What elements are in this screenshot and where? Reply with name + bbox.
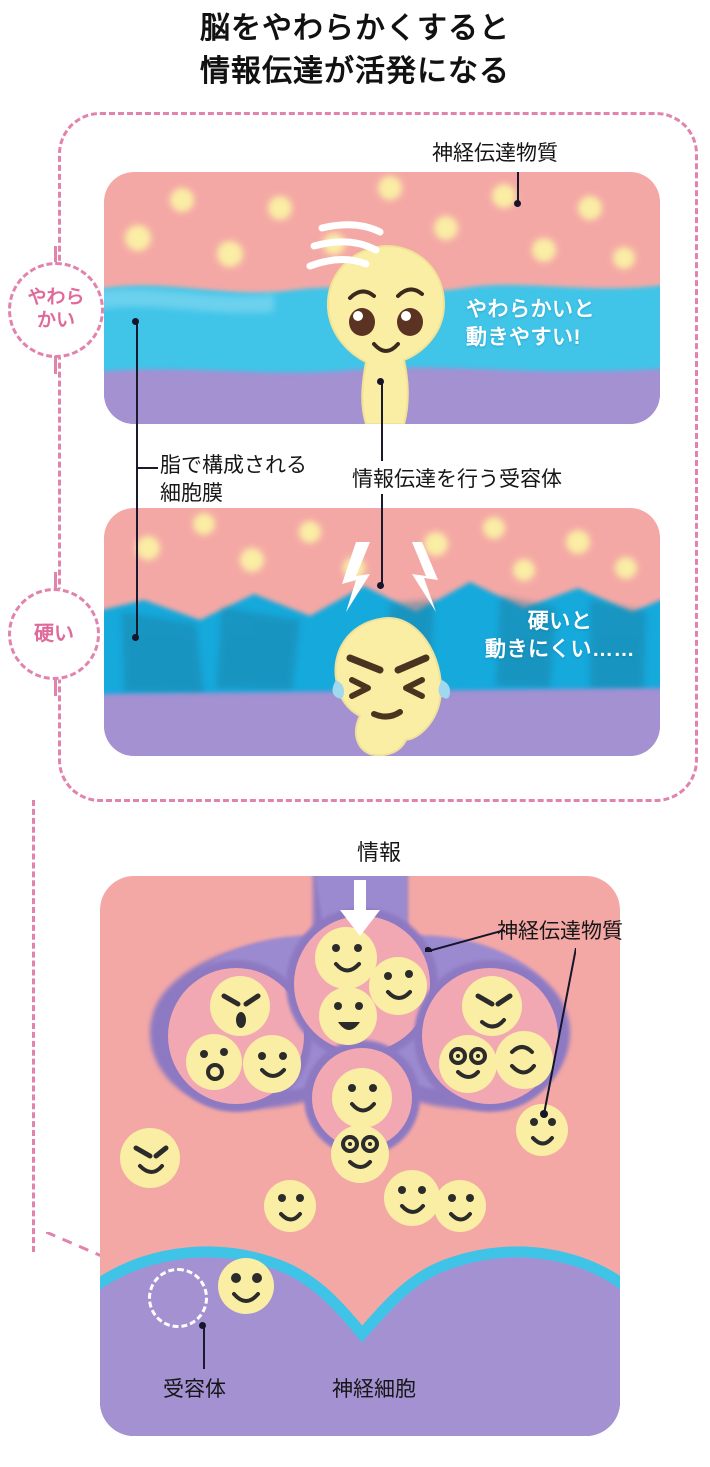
- badge-soft-stem-top: [54, 246, 57, 264]
- lightning-bolt-icon: [342, 542, 438, 612]
- leader-neurotransmitter-top: [517, 172, 519, 204]
- leader-receptor-bottom: [203, 1325, 205, 1369]
- leader-receptor-lower: [381, 494, 383, 588]
- free-neurotransmitter: [434, 1180, 486, 1232]
- leader-dot-receptor-bottom: [199, 1322, 206, 1329]
- down-arrow-icon: [340, 880, 380, 936]
- annotation-information: 情報: [357, 840, 402, 865]
- neurotransmitter-face: [210, 976, 270, 1036]
- free-neurotransmitter: [516, 1104, 568, 1156]
- free-neurotransmitter: [384, 1170, 440, 1226]
- magnified-view-frame: [58, 112, 698, 802]
- annotation-membrane-line-1: 脂で構成される: [160, 454, 307, 477]
- receptor-character-happy: [326, 244, 446, 424]
- badge-soft-stem-bottom: [54, 356, 57, 374]
- badge-hard-stem-bottom: [54, 678, 57, 696]
- title-line-2: 情報伝達が活発になる: [200, 54, 510, 88]
- annotation-neuron: 神経細胞: [332, 1378, 416, 1401]
- annotation-neurotransmitter-bottom: 神経伝達物質: [497, 920, 623, 943]
- neurotransmitter-face: [369, 957, 427, 1015]
- leader-neurotransmitter-bottom-lower: [540, 948, 576, 1118]
- receptor-character-straining: [332, 616, 450, 756]
- hard-membrane-svg: [104, 508, 660, 756]
- neurotransmitter-dots: [125, 176, 635, 269]
- badge-soft: やわらかい: [8, 262, 104, 358]
- neurotransmitter-face: [462, 976, 522, 1036]
- hard-caption-line-2: 動きにくい……: [484, 638, 636, 662]
- badge-soft-label: やわらかい: [27, 287, 85, 331]
- docked-neurotransmitter: [218, 1258, 274, 1314]
- hard-caption-line-1: 硬いと: [527, 610, 593, 633]
- page-title: 脳をやわらかくすると 情報伝達が活発になる: [0, 8, 710, 93]
- leader-dot-neurotransmitter-top: [514, 200, 521, 207]
- leader-dot-receptor-lower: [377, 582, 384, 589]
- neurotransmitter-face: [495, 1031, 553, 1089]
- neurotransmitter-face: [319, 987, 377, 1045]
- badge-hard-label: 硬い: [34, 623, 74, 645]
- leader-receptor-upper: [381, 383, 383, 461]
- synapse-svg: [100, 876, 620, 1436]
- leader-dot-membrane-upper: [132, 318, 139, 325]
- free-neurotransmitter: [264, 1180, 316, 1232]
- leader-membrane-tick-upper: [136, 467, 158, 469]
- synapse-illustration: [100, 876, 620, 1436]
- leader-dot-receptor-upper: [377, 378, 384, 385]
- leader-neurotransmitter-bottom-upper: [425, 930, 505, 952]
- badge-hard-stem-top: [54, 572, 57, 590]
- neurotransmitter-face: [439, 1035, 497, 1093]
- badge-hard: 硬い: [8, 588, 100, 680]
- neurotransmitter-face: [243, 1035, 301, 1093]
- soft-caption: やわらかいと 動きやすい!: [466, 296, 595, 353]
- hard-membrane-illustration: [104, 508, 660, 756]
- soft-caption-line-1: やわらかいと: [466, 298, 595, 321]
- title-line-1: 脳をやわらかくすると: [200, 12, 510, 45]
- leader-dot-membrane-lower: [132, 634, 139, 641]
- annotation-membrane-line-2: 細胞膜: [160, 481, 223, 505]
- receptor-highlight-circle: [148, 1268, 208, 1328]
- annotation-membrane: 脂で構成される 細胞膜: [160, 452, 307, 508]
- free-neurotransmitter: [331, 1125, 389, 1183]
- annotation-receptor-bottom: 受容体: [163, 1378, 226, 1401]
- leader-membrane-vertical-upper: [136, 320, 138, 468]
- neurotransmitter-face: [315, 927, 377, 989]
- annotation-receptor-top: 情報伝達を行う受容体: [352, 468, 562, 491]
- soft-caption-line-2: 動きやすい!: [466, 326, 581, 350]
- leader-membrane-vertical-lower: [136, 467, 138, 639]
- hard-caption: 硬いと 動きにくい……: [460, 608, 660, 665]
- callout-tail-vertical: [32, 800, 62, 1252]
- annotation-neurotransmitter-top: 神経伝達物質: [432, 142, 558, 165]
- neurotransmitter-face: [186, 1034, 242, 1090]
- motion-line-icon: [306, 221, 384, 270]
- free-neurotransmitter: [120, 1128, 180, 1188]
- neurotransmitter-face: [332, 1068, 392, 1128]
- sweat-drop-icon: [332, 680, 450, 699]
